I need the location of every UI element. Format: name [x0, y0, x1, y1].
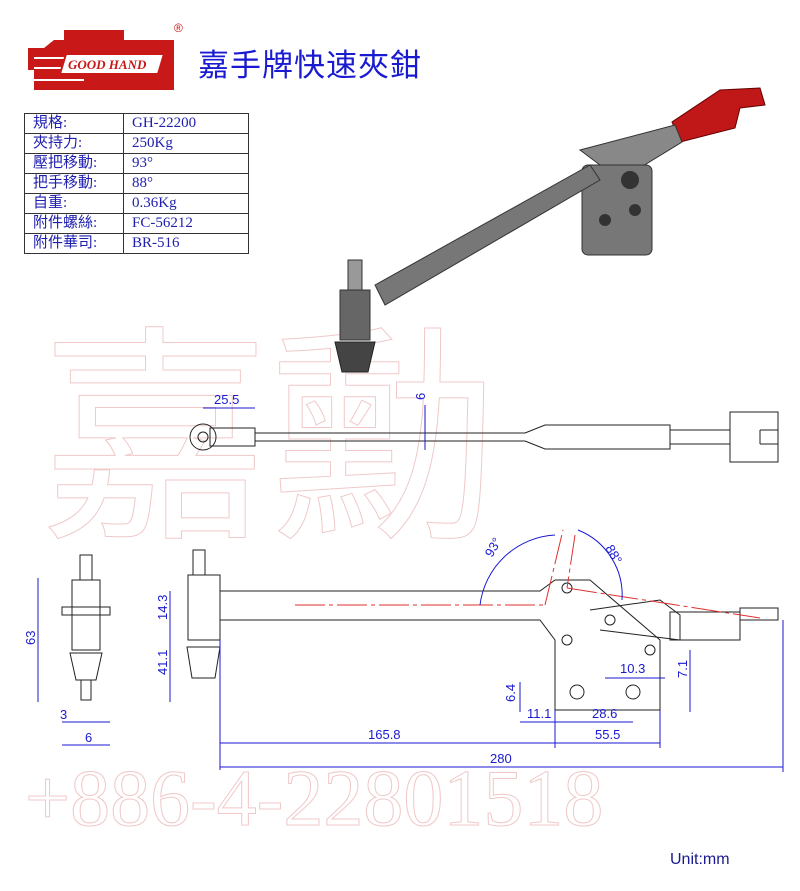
dim-28-6: 28.6 [592, 706, 617, 721]
svg-text:GOOD HAND: GOOD HAND [68, 57, 147, 72]
spec-table: 規格:GH-22200 夾持力:250Kg 壓把移動:93° 把手移動:88° … [24, 113, 249, 254]
spec-label: 附件螺絲: [24, 213, 124, 234]
good-hand-logo: GOOD HAND ® [28, 21, 183, 90]
spec-label: 附件華司: [24, 233, 124, 254]
side-view [186, 549, 779, 711]
spec-value: 0.36Kg [123, 193, 249, 214]
dim-55-5: 55.5 [595, 727, 620, 742]
dim-10-3: 10.3 [620, 661, 645, 676]
front-view [61, 554, 111, 701]
watermark-phone: +886-4-22801518 [25, 755, 603, 843]
spec-row: 自重:0.36Kg [24, 193, 249, 214]
spec-value: GH-22200 [123, 113, 249, 134]
registered-mark: ® [174, 21, 183, 35]
spec-row: 附件螺絲:FC-56212 [24, 213, 249, 234]
dimension-lines [37, 405, 784, 772]
dim-6: 6 [85, 730, 92, 745]
dim-3: 3 [60, 707, 67, 722]
spec-row: 壓把移動:93° [24, 153, 249, 174]
dim-11-1: 11.1 [527, 706, 551, 721]
dim-63: 63 [23, 631, 38, 645]
page-title: 嘉手牌快速夾鉗 [198, 48, 422, 84]
spec-value: 93° [123, 153, 249, 174]
clamp-3d-render [334, 87, 766, 373]
angle-88: 88° [602, 542, 625, 567]
dim-6-4: 6.4 [503, 684, 518, 702]
dim-7-1: 7.1 [675, 660, 690, 678]
spec-row: 附件華司:BR-516 [24, 233, 249, 254]
watermark-chars: 嘉勳 [40, 315, 500, 570]
dim-6-top: 6 [413, 393, 428, 400]
top-view [189, 411, 779, 463]
dim-280: 280 [490, 751, 512, 766]
spec-label: 規格: [24, 113, 124, 134]
centerlines [295, 529, 761, 619]
spec-value: BR-516 [123, 233, 249, 254]
arm [374, 164, 601, 306]
spindle-tip [334, 341, 376, 373]
angle-93: 93° [482, 535, 505, 560]
spec-row: 規格:GH-22200 [24, 113, 249, 134]
dim-14-3: 14.3 [155, 595, 170, 620]
dim-165-8: 165.8 [368, 727, 401, 742]
dim-25-5: 25.5 [214, 392, 239, 407]
unit-label: Unit:mm [670, 851, 730, 868]
dim-41-1: 41.1 [155, 650, 170, 675]
spec-label: 把手移動: [24, 173, 124, 194]
